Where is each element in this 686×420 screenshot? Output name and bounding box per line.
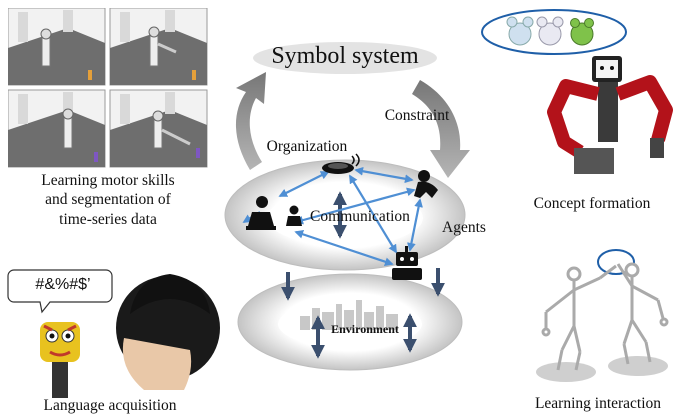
robot-vacuum-icon bbox=[322, 153, 360, 174]
concept-oval bbox=[481, 9, 627, 55]
constraint-arrow bbox=[412, 80, 470, 178]
robot-head-image bbox=[40, 322, 80, 398]
speech-bubble-text: #&%#$’ bbox=[35, 276, 91, 293]
motor-caption-line-3: time-series data bbox=[59, 210, 157, 228]
speech-bubble bbox=[7, 269, 113, 314]
parent-child-icon bbox=[246, 196, 302, 230]
motor-caption-line-2: and segmentation of bbox=[45, 191, 171, 209]
communication-label: Communication bbox=[310, 208, 410, 225]
robot-agent-icon bbox=[392, 246, 422, 280]
interaction-oval bbox=[597, 249, 635, 275]
concept-formation-caption: Concept formation bbox=[533, 195, 651, 212]
plush-toy-icons bbox=[506, 16, 594, 46]
agents-label: Agents bbox=[442, 219, 486, 236]
sim-frame-4 bbox=[109, 89, 208, 168]
skeleton-figure-right bbox=[616, 262, 669, 365]
robot-simulation-frames bbox=[7, 7, 208, 168]
concept-formation-panel bbox=[481, 9, 673, 174]
environment-label: Environment bbox=[331, 322, 399, 336]
crawling-baby-icon bbox=[414, 170, 438, 198]
symbol-system-title: Symbol system bbox=[271, 43, 419, 69]
organization-label: Organization bbox=[266, 138, 348, 155]
sim-frame-1 bbox=[7, 7, 106, 86]
learning-interaction-caption: Learning interaction bbox=[534, 395, 662, 412]
skeleton-figure-left bbox=[541, 264, 617, 371]
motor-skills-caption: Learning motor skills and segmentation o… bbox=[8, 171, 208, 229]
person-head-image bbox=[116, 274, 220, 390]
organization-arrow bbox=[235, 72, 266, 170]
sim-frame-3 bbox=[7, 89, 106, 168]
language-acquisition-caption: Language acquisition bbox=[43, 397, 177, 414]
sim-frame-2 bbox=[109, 7, 208, 86]
constraint-label: Constraint bbox=[384, 107, 450, 124]
city-skyline-icon bbox=[300, 300, 398, 330]
motor-skills-panel bbox=[7, 7, 208, 168]
baxter-robot-image bbox=[547, 56, 673, 174]
symbol-system-ellipse bbox=[253, 42, 437, 74]
learning-interaction-panel bbox=[536, 249, 669, 382]
motor-caption-line-1: Learning motor skills bbox=[41, 172, 175, 189]
language-acquisition-panel bbox=[7, 269, 220, 398]
